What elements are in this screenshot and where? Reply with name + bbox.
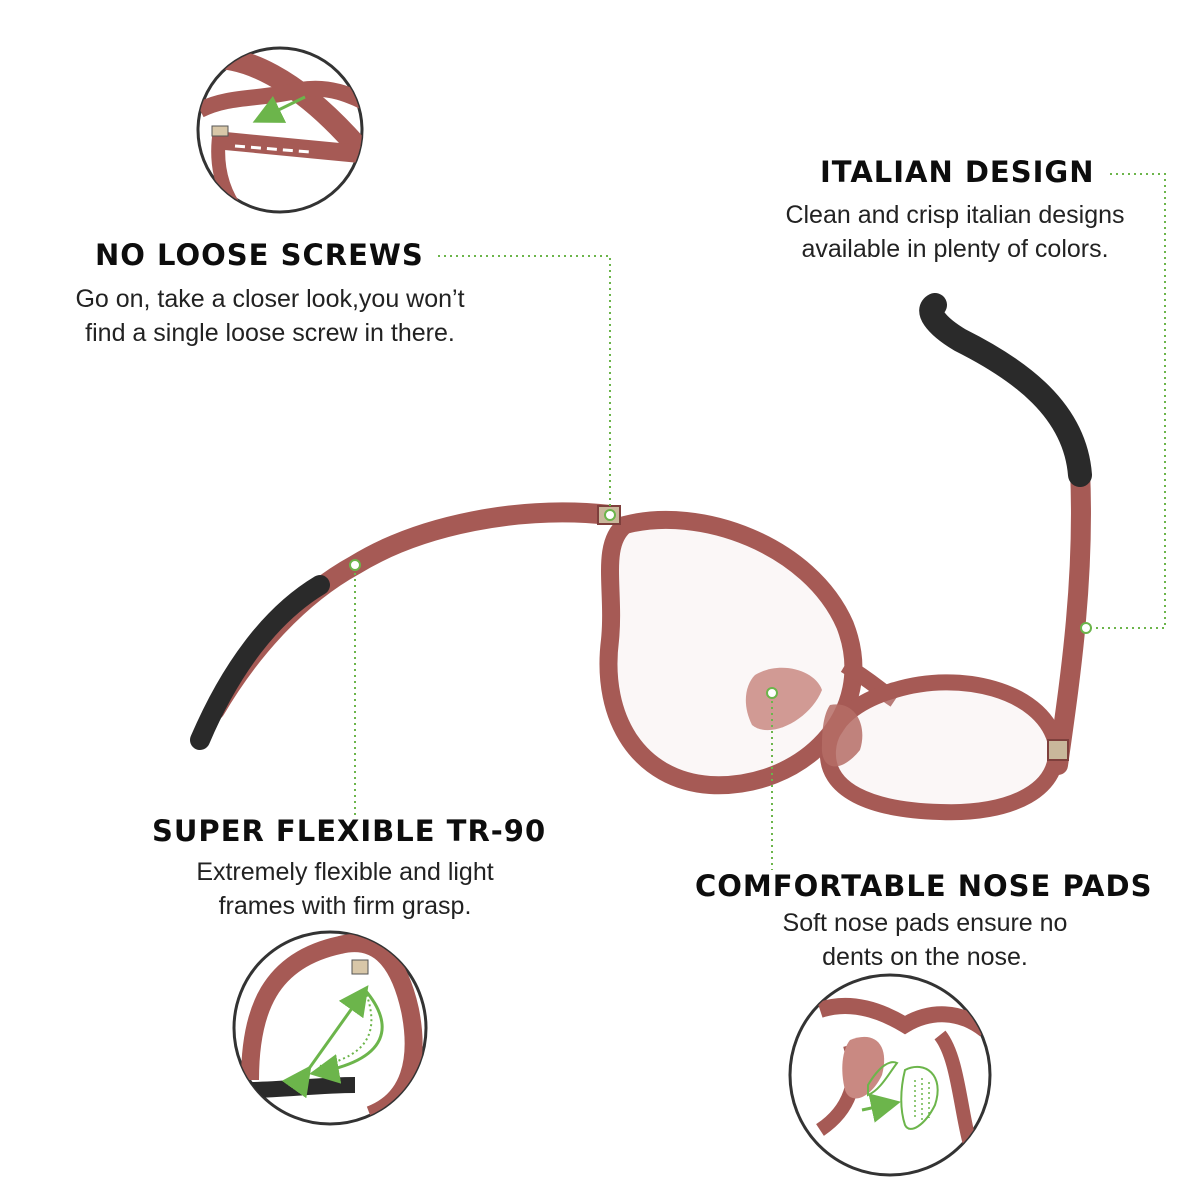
feature-title-flexible: SUPER FLEXIBLE TR-90	[152, 814, 547, 848]
feature-title-screws: NO LOOSE SCREWS	[95, 238, 424, 272]
glasses-frame	[190, 293, 1092, 821]
feature-title-nose: COMFORTABLE NOSE PADS	[695, 869, 1153, 903]
dot-italian	[1080, 622, 1092, 634]
right-lens-rim	[819, 674, 1065, 821]
callout-line-screws	[438, 255, 611, 512]
detail-circle-hinge	[196, 46, 364, 214]
feature-desc-screws-line1: Go on, take a closer look,you won’t	[75, 285, 465, 313]
right-temple-tip	[919, 293, 1092, 487]
feature-desc-screws-line2: find a single loose screw in there.	[85, 319, 455, 347]
feature-desc-flexible-line2: frames with firm grasp.	[218, 892, 472, 920]
feature-desc-italian-line1: Clean and crisp italian designs	[785, 201, 1125, 229]
dot-screws	[604, 509, 616, 521]
dot-nose	[766, 687, 778, 699]
dot-flexible	[349, 559, 361, 571]
feature-desc-nose: Soft nose pads ensure no dents on the no…	[730, 906, 1120, 974]
right-temple-arm	[1048, 460, 1091, 775]
left-lens-rim	[599, 510, 863, 795]
feature-title-italian: ITALIAN DESIGN	[820, 155, 1095, 189]
detail-circle-nose	[788, 973, 992, 1177]
feature-desc-flexible-line1: Extremely flexible and light	[196, 858, 494, 886]
feature-desc-nose-line2: dents on the nose.	[822, 943, 1028, 971]
callout-dots	[349, 509, 1092, 699]
callout-lines	[354, 173, 1166, 870]
feature-desc-nose-line1: Soft nose pads ensure no	[782, 909, 1068, 937]
right-hinge	[1047, 739, 1069, 761]
left-temple-tip	[190, 575, 330, 750]
nose-pad-left	[745, 667, 822, 731]
nose-pad-right	[821, 704, 863, 767]
feature-desc-flexible: Extremely flexible and light frames with…	[140, 855, 550, 923]
feature-desc-italian: Clean and crisp italian designs availabl…	[740, 198, 1170, 266]
feature-desc-italian-line2: available in plenty of colors.	[801, 235, 1109, 263]
feature-desc-screws: Go on, take a closer look,you won’t find…	[40, 282, 500, 350]
callout-line-italian	[1086, 173, 1166, 629]
detail-circle-flexible	[232, 930, 428, 1126]
